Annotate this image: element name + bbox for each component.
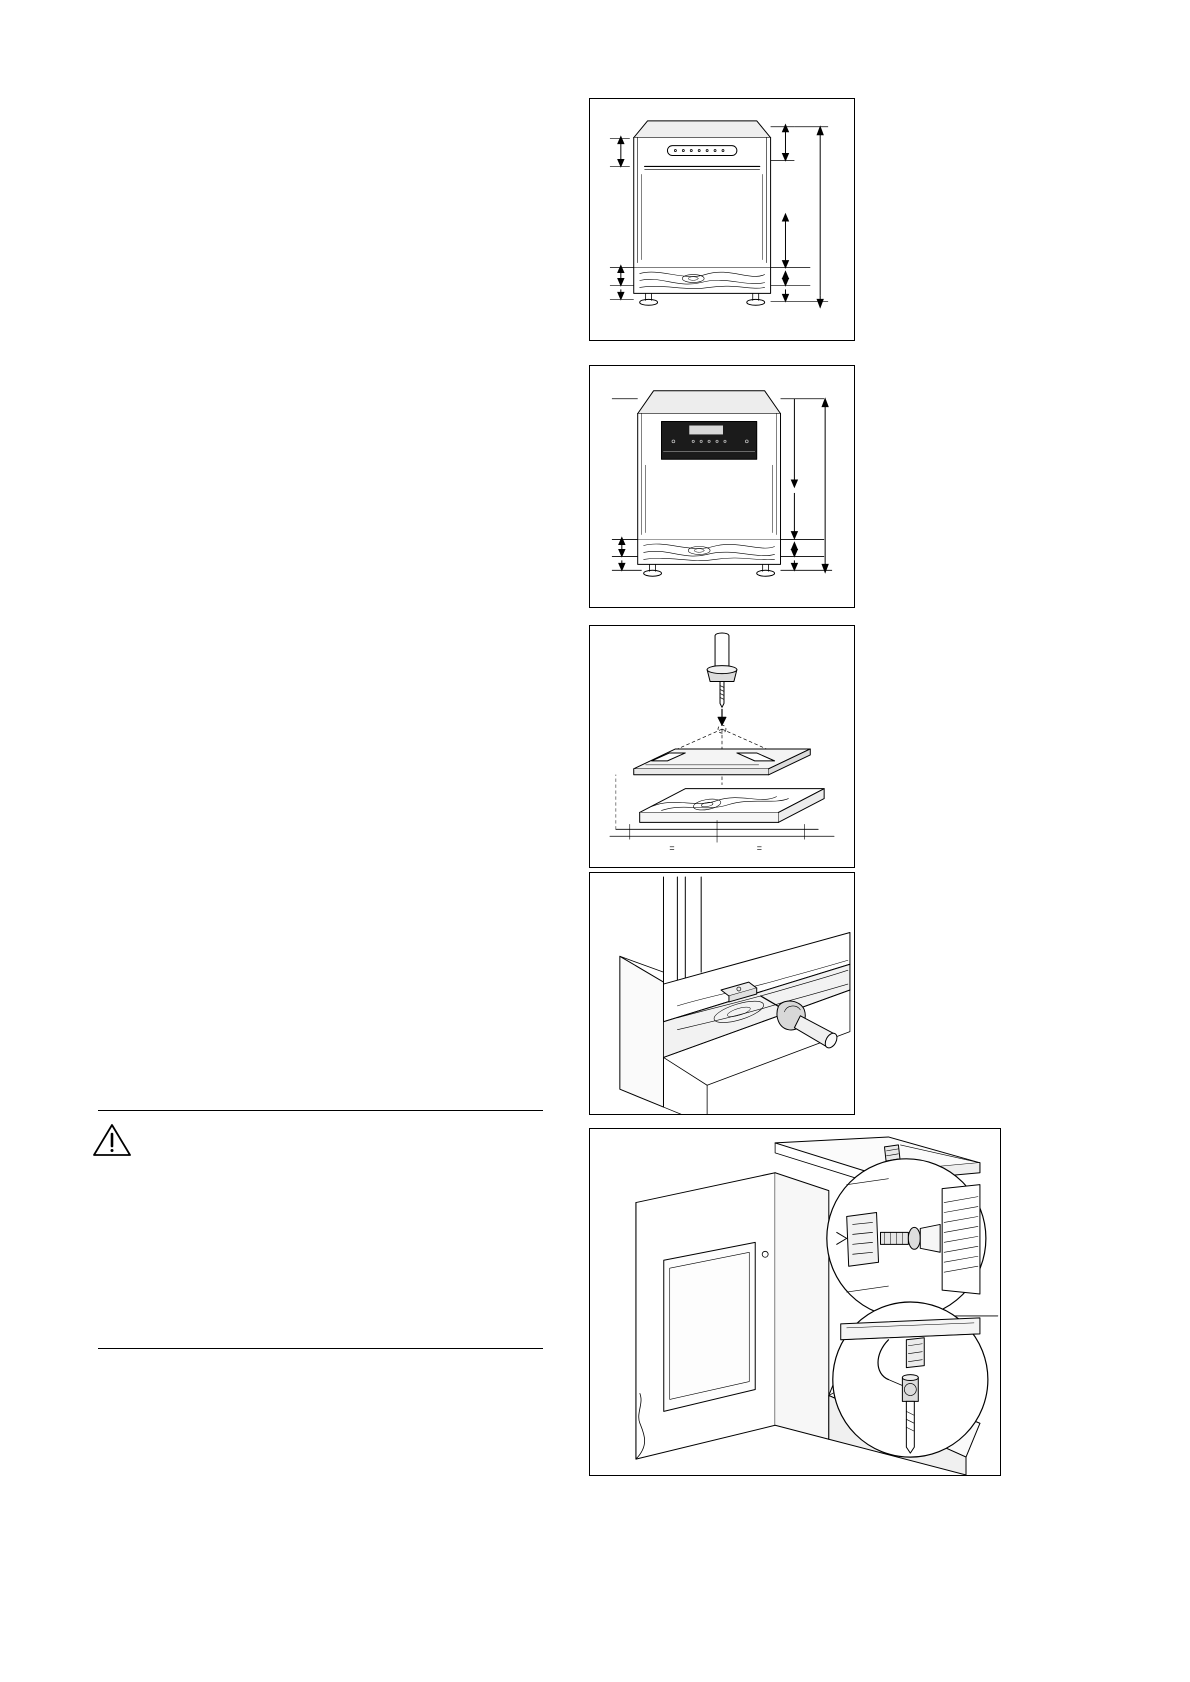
annotation-equal-left: =: [669, 843, 674, 853]
figure-freestanding-dishwasher-front-dimensions: [589, 98, 855, 341]
figure-worktop-mounting-exploded: = =: [589, 625, 855, 868]
horizontal-rule-top: [98, 1110, 543, 1111]
figure-compact-dishwasher-front-dimensions: [589, 365, 855, 608]
figure-door-panel-mounting: [589, 1128, 1001, 1476]
warning-triangle-icon: [92, 1122, 132, 1158]
horizontal-rule-bottom: [98, 1348, 543, 1349]
left-text-column: [98, 90, 543, 1350]
figure-plinth-screw-fixing: [589, 872, 855, 1115]
annotation-equal-right: =: [757, 843, 762, 853]
